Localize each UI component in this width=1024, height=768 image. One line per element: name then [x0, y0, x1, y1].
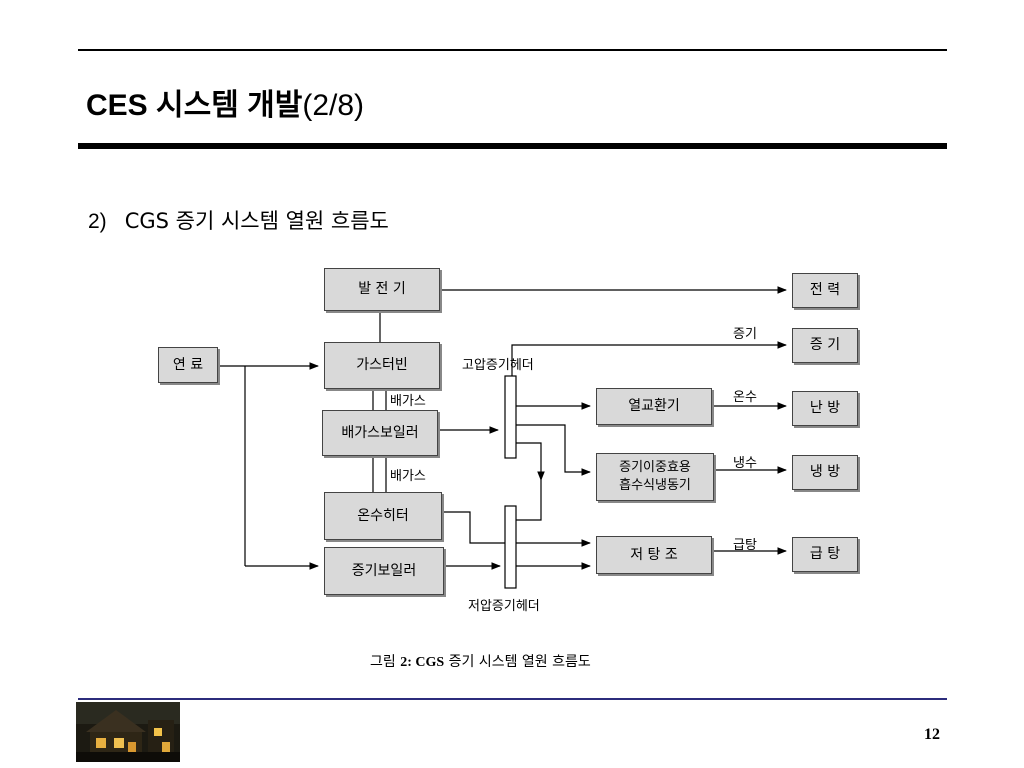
high-pressure-header-label: 고압증기헤더 [462, 358, 534, 373]
exhaust-gas-label-2: 배가스 [390, 469, 426, 484]
title-main: CES 시스템 개발 [86, 89, 303, 122]
title-suffix: (2/8) [302, 89, 365, 122]
fuel-box: 연 료 [158, 347, 218, 383]
caption-prefix: 그림 [370, 654, 401, 670]
line-hp-to-lp [516, 480, 542, 521]
top-rule [78, 49, 947, 51]
steam-output-box: 증 기 [792, 328, 858, 363]
section-heading: 2) CGS 증기 시스템 열원 흐름도 [88, 205, 389, 235]
heat-exchanger-box: 열교환기 [596, 388, 712, 425]
footer-night-building-image [76, 702, 180, 762]
cooling-output-box: 냉 방 [792, 455, 858, 490]
arrow-heater-storage [442, 511, 591, 547]
heating-output-box: 난 방 [792, 391, 858, 426]
exhaust-boiler-box: 배가스보일러 [322, 410, 438, 456]
hot-water-supply-box: 급 탕 [792, 537, 858, 572]
steam-boiler-box: 증기보일러 [324, 547, 444, 595]
power-output-box: 전 력 [792, 273, 858, 308]
arrow-header-steam [511, 341, 787, 377]
figure-caption: 그림 2: CGS 증기 시스템 열원 흐름도 [370, 651, 591, 671]
steam-flow-label: 증기 [733, 327, 757, 342]
gas-turbine-box: 가스터빈 [324, 342, 440, 389]
caption-figure-number: 2: CGS [400, 655, 445, 670]
exhaust-gas-label-1: 배가스 [390, 394, 426, 409]
section-number: 2) [88, 210, 107, 233]
storage-tank-box: 저 탕 조 [596, 536, 712, 574]
chilled-water-flow-label: 냉수 [733, 456, 757, 471]
title-underline [78, 143, 947, 149]
absorption-chiller-box: 증기이중효용 흡수식냉동기 [596, 453, 714, 501]
hot-water-supply-flow-label: 급탕 [733, 538, 757, 553]
low-pressure-header-label: 저압증기헤더 [468, 599, 540, 614]
low-pressure-header-bar [504, 505, 517, 589]
hot-water-heater-box: 온수히터 [324, 492, 442, 540]
page-number: 12 [924, 726, 940, 743]
arrow-header-chiller [516, 424, 591, 476]
caption-text: 증기 시스템 열원 흐름도 [444, 654, 591, 670]
generator-box: 발 전 기 [324, 268, 440, 311]
high-pressure-header-bar [504, 375, 517, 459]
footer-rule [78, 698, 947, 700]
section-text: CGS 증기 시스템 열원 흐름도 [124, 209, 389, 233]
arrow-hp-down [516, 442, 545, 481]
page-title: CES 시스템 개발(2/8) [86, 80, 364, 124]
hot-water-flow-label: 온수 [733, 390, 757, 405]
